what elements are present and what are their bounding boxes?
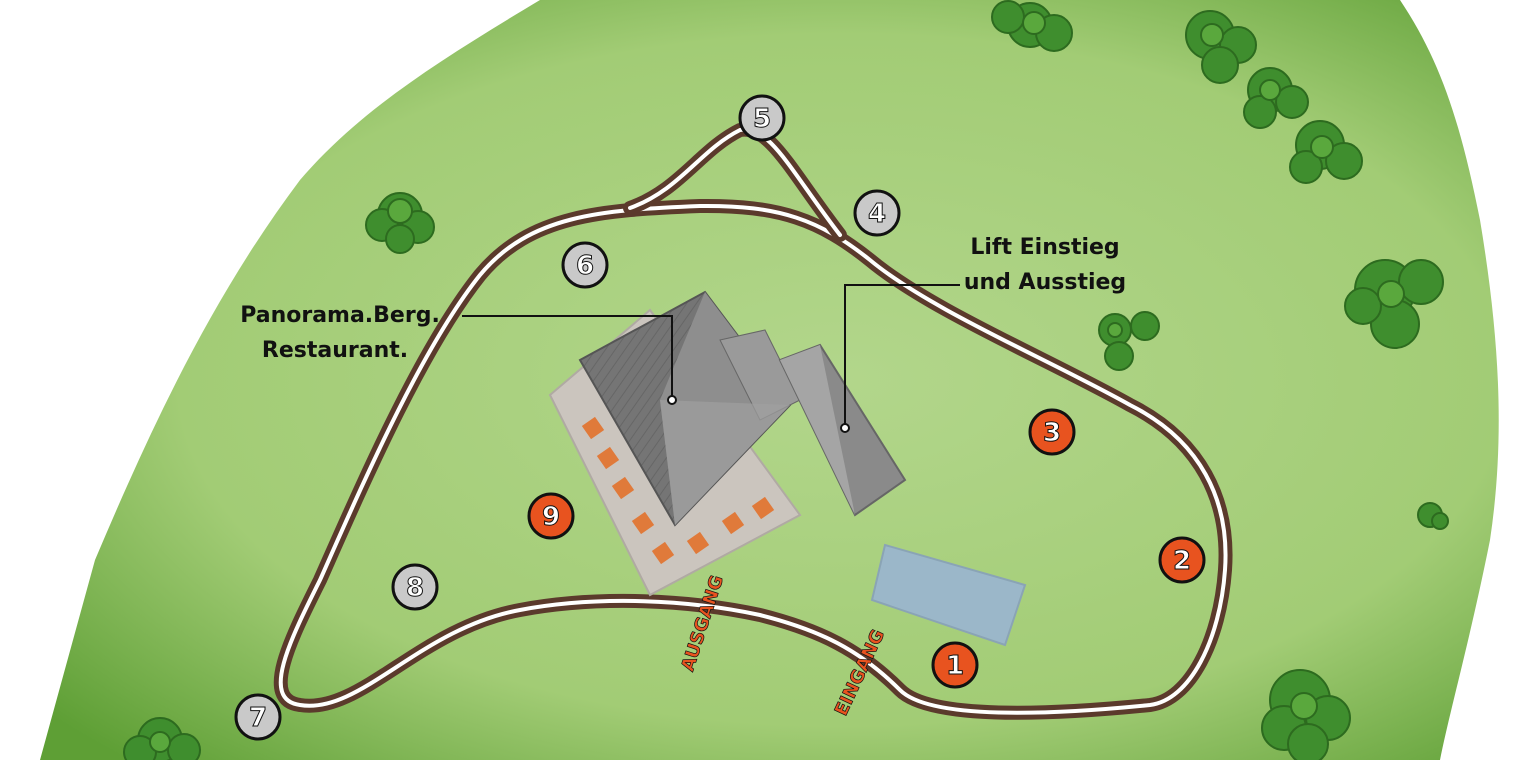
marker-6[interactable]: 6 [561, 241, 609, 289]
marker-2-number: 2 [1173, 546, 1191, 576]
lift-label-line1: Lift Einstieg [970, 235, 1119, 260]
marker-5-number: 5 [753, 104, 771, 134]
leader-lines [462, 284, 960, 433]
marker-8[interactable]: 8 [391, 563, 439, 611]
marker-9-number: 9 [542, 502, 560, 532]
marker-2[interactable]: 2 [1158, 536, 1206, 584]
lift-label-line2: und Ausstieg [964, 270, 1126, 295]
marker-9[interactable]: 9 [527, 492, 575, 540]
tree-icon [1417, 502, 1449, 530]
tree-icon [1261, 669, 1351, 760]
tree-icon [1243, 67, 1309, 129]
marker-6-number: 6 [576, 251, 594, 281]
marker-5[interactable]: 5 [738, 94, 786, 142]
restaurant-building [578, 290, 801, 527]
marker-4[interactable]: 4 [853, 189, 901, 237]
marker-4-number: 4 [868, 199, 886, 229]
restaurant-label-line1: Panorama.Berg. [240, 303, 440, 328]
terrace-tables [581, 416, 775, 565]
tree-icon [123, 717, 201, 760]
restaurant-label-line2: Restaurant. [262, 338, 408, 363]
marker-3-number: 3 [1043, 418, 1061, 448]
tree-icon [1289, 120, 1363, 184]
tree-icon [1344, 259, 1444, 349]
marker-7[interactable]: 7 [234, 693, 282, 741]
pond [870, 543, 1027, 647]
tree-icon [1098, 311, 1160, 371]
track [273, 122, 1233, 720]
tree-icon [365, 192, 435, 254]
marker-3[interactable]: 3 [1028, 408, 1076, 456]
trees [123, 0, 1449, 760]
marker-1[interactable]: 1 [931, 641, 979, 689]
marker-1-number: 1 [946, 651, 964, 681]
marker-7-number: 7 [249, 703, 267, 733]
marker-8-number: 8 [406, 573, 424, 603]
tree-icon [991, 0, 1073, 52]
tree-icon [1185, 10, 1257, 84]
